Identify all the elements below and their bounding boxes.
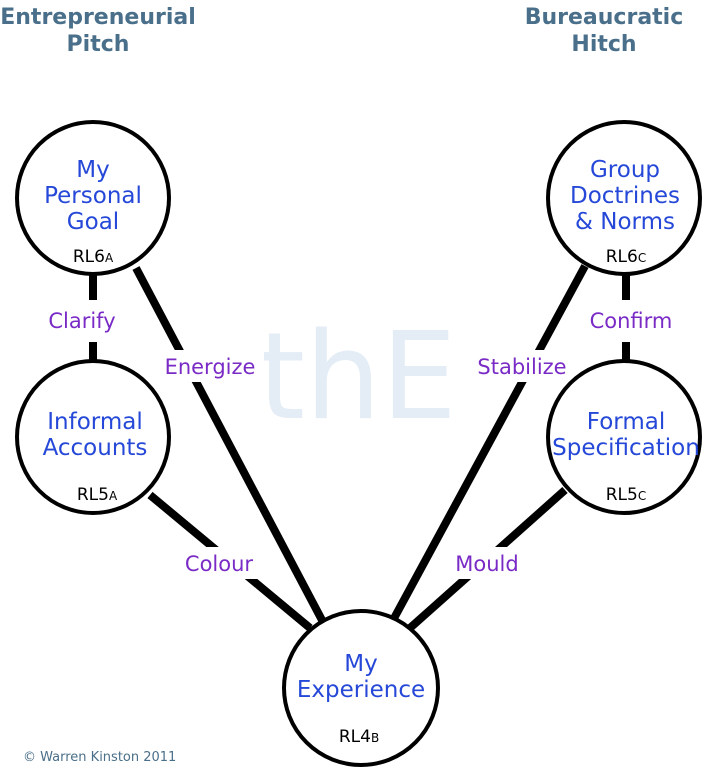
node-circle [546, 120, 702, 276]
edge-labels: Clarify Energize Colour Confirm Stabiliz… [40, 305, 680, 579]
edge-label-clarify: Clarify [48, 309, 115, 333]
heading-left-line2: Pitch [66, 32, 130, 57]
node-title-line: Experience [297, 677, 425, 703]
heading-right-line2: Hitch [571, 32, 637, 57]
node-code-suffix: A [105, 251, 114, 265]
edge-line-stabilize [388, 264, 589, 624]
node-title-line: Goal [67, 209, 119, 235]
node-circle [546, 359, 702, 515]
node-title-line: Personal [44, 183, 142, 209]
copyright-notice: © Warren Kinston 2011 [23, 750, 177, 765]
node-personal-goal: My Personal Goal RL6A [15, 120, 171, 276]
node-formal-specification: Formal Specification RL5C [546, 359, 702, 515]
node-code: RL4B [339, 727, 379, 747]
label-bg-energize [156, 350, 264, 382]
heading-entrepreneurial-pitch: Entrepreneurial Pitch [0, 4, 196, 58]
node-circle [15, 359, 171, 515]
label-bg-confirm [580, 305, 680, 337]
node-circle [15, 120, 171, 276]
node-title-line: My [76, 157, 109, 183]
label-bg-colour [175, 547, 263, 579]
node-code-suffix: C [638, 489, 646, 503]
node-code-suffix: B [371, 731, 379, 745]
node-code: RL6C [606, 247, 647, 267]
node-code-level: RL6 [73, 247, 105, 267]
node-title-line: Formal [587, 409, 665, 435]
edge-label-stabilize: Stabilize [477, 355, 566, 379]
node-code-level: RL4 [339, 727, 371, 747]
node-circle [282, 609, 440, 767]
node-title-line: Accounts [43, 435, 148, 461]
node-title-line: & Norms [575, 209, 675, 235]
node-code-level: RL5 [77, 485, 109, 505]
node-title-line: Informal [47, 409, 142, 435]
label-bg-stabilize [468, 350, 576, 382]
edge-label-energize: Energize [165, 355, 256, 379]
heading-left-line1: Entrepreneurial [0, 5, 196, 30]
node-title-line: Group [590, 157, 660, 183]
node-code-suffix: C [638, 251, 646, 265]
node-title-line: My [344, 651, 377, 677]
node-group-doctrines: Group Doctrines & Norms RL6C [546, 120, 702, 276]
edge-line-energize [132, 266, 327, 624]
node-code-suffix: A [109, 489, 118, 503]
node-code: RL5C [606, 485, 647, 505]
node-code: RL6A [73, 247, 114, 267]
node-informal-accounts: Informal Accounts RL5A [15, 359, 171, 515]
heading-bureaucratic-hitch: Bureaucratic Hitch [500, 4, 708, 58]
edge-label-mould: Mould [455, 552, 518, 576]
edge-label-colour: Colour [185, 552, 254, 576]
heading-right-line1: Bureaucratic [524, 5, 684, 30]
watermark-text: thE [258, 308, 457, 447]
edge-label-confirm: Confirm [590, 309, 673, 333]
node-code-level: RL5 [606, 485, 638, 505]
node-my-experience: My Experience RL4B [282, 609, 440, 767]
label-bg-clarify [40, 305, 124, 337]
label-bg-mould [446, 547, 528, 579]
node-title-line: Specification [552, 435, 700, 461]
node-title-line: Doctrines [570, 183, 680, 209]
node-code: RL5A [77, 485, 118, 505]
node-code-level: RL6 [606, 247, 638, 267]
